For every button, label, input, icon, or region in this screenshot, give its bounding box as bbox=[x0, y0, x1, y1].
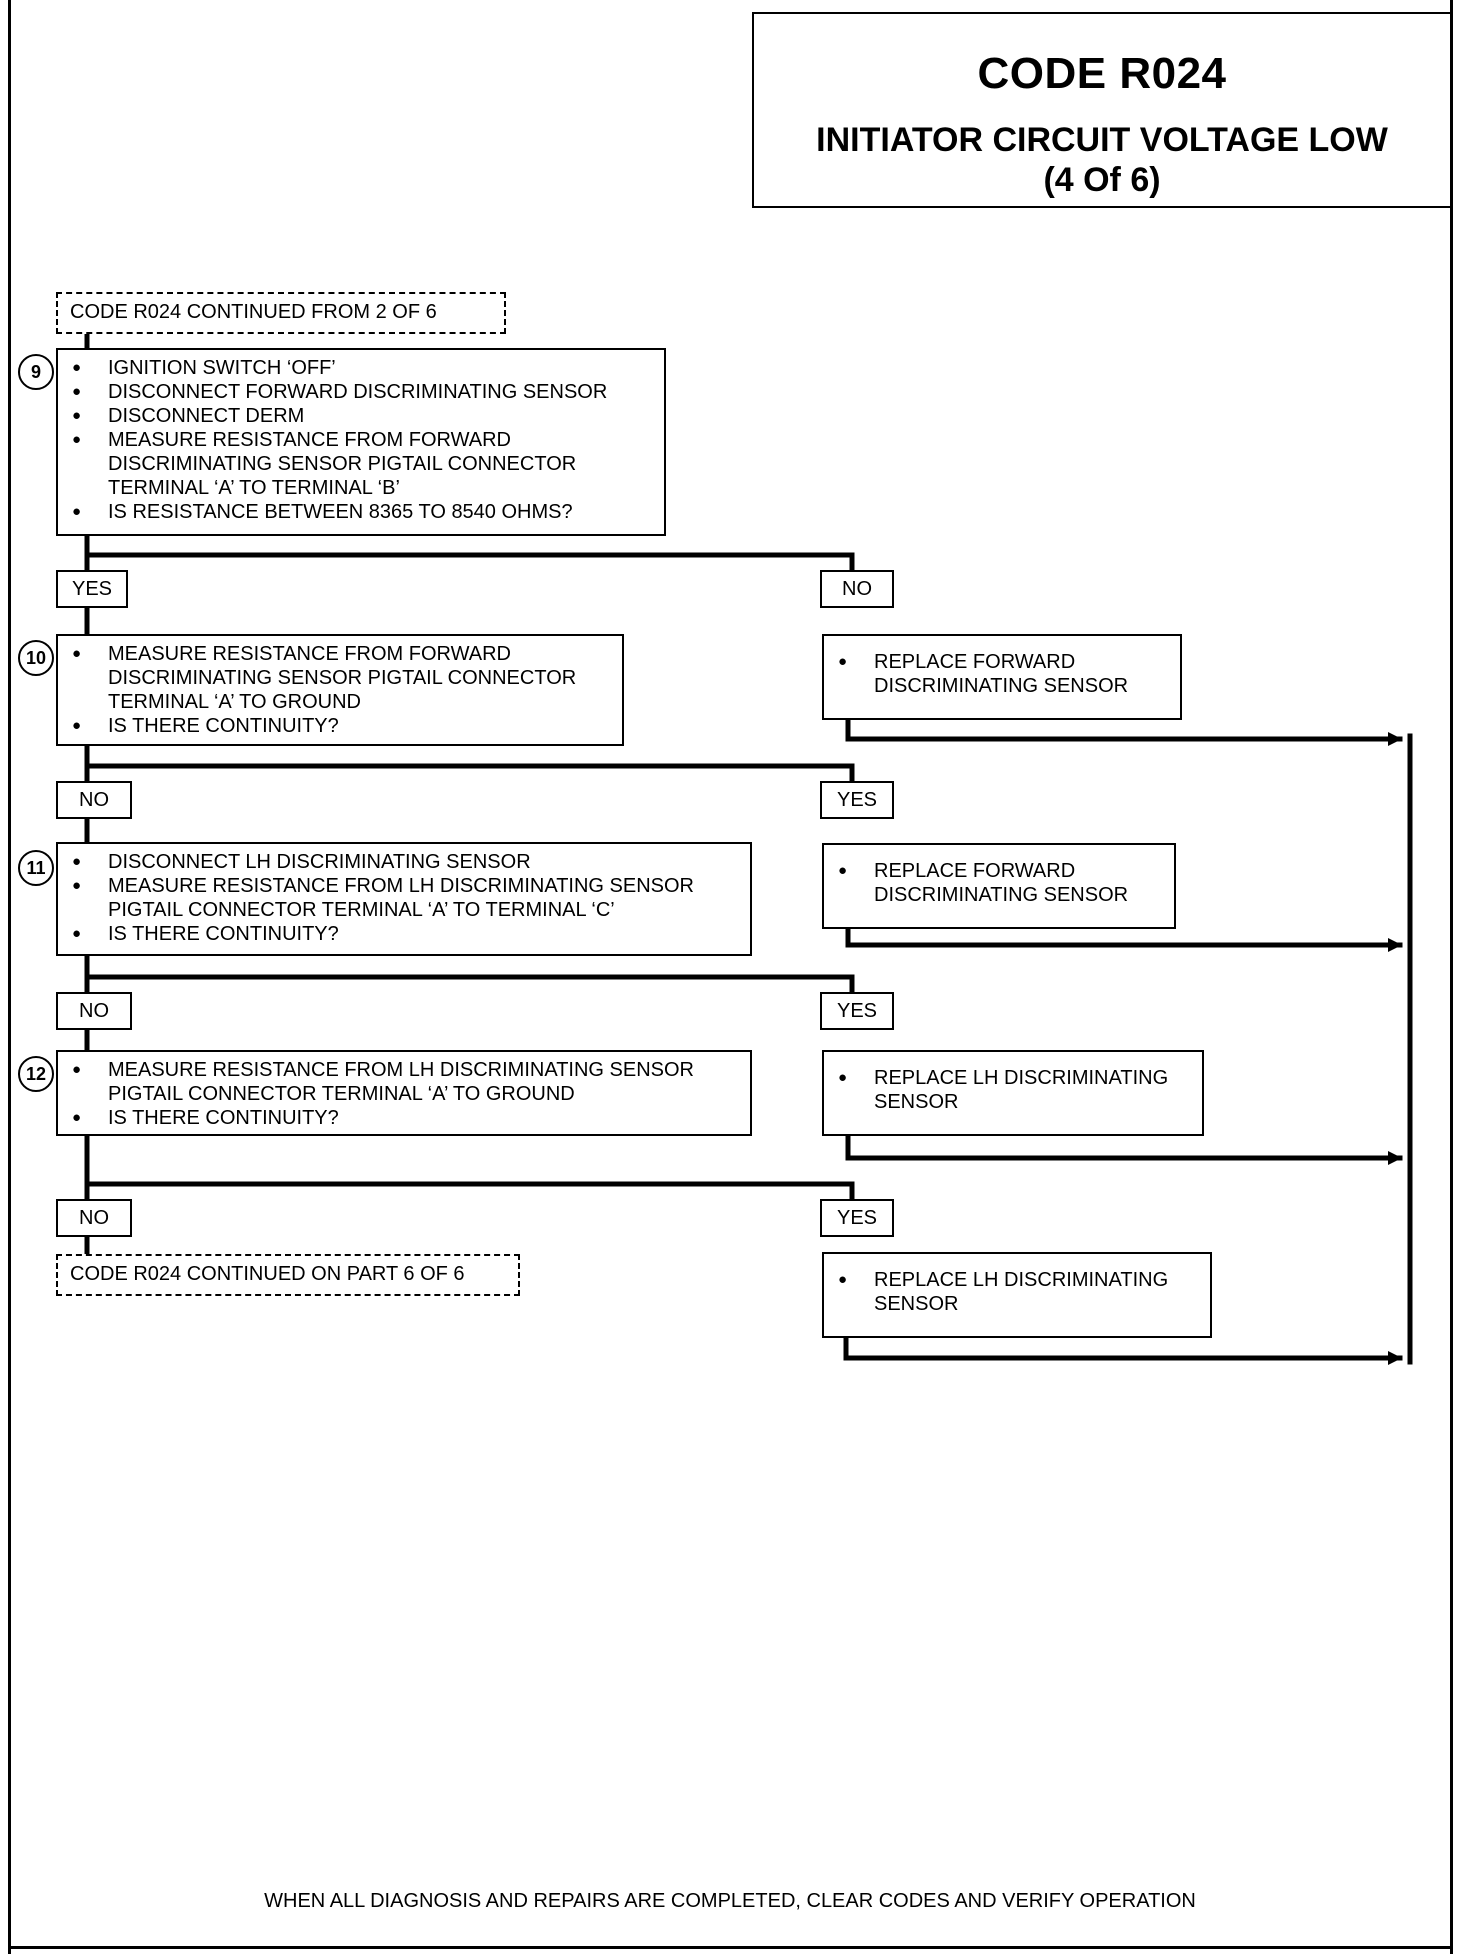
step-9-action: REPLACE FORWARD DISCRIMINATING SENSOR bbox=[838, 650, 1172, 698]
step-12-action-list: REPLACE LH DISCRIMINATING SENSOR bbox=[824, 1254, 1210, 1322]
step-number-9: 9 bbox=[18, 354, 54, 390]
step-10-list: MEASURE RESISTANCE FROM FORWARD DISCRIMI… bbox=[58, 636, 622, 744]
step-9-item: IS RESISTANCE BETWEEN 8365 TO 8540 OHMS? bbox=[72, 500, 656, 524]
step-12-yes-label: YES bbox=[820, 1199, 894, 1237]
step-11-item: DISCONNECT LH DISCRIMINATING SENSOR bbox=[72, 850, 742, 874]
step-10-item: MEASURE RESISTANCE FROM FORWARD DISCRIMI… bbox=[72, 642, 614, 714]
step-12-action: REPLACE LH DISCRIMINATING SENSOR bbox=[838, 1268, 1202, 1316]
step-11-yes-label: YES bbox=[820, 992, 894, 1030]
step-12-action-box: REPLACE LH DISCRIMINATING SENSOR bbox=[822, 1252, 1212, 1338]
step-10-action-list: REPLACE FORWARD DISCRIMINATING SENSOR bbox=[824, 845, 1174, 913]
step-11-action-box: REPLACE LH DISCRIMINATING SENSOR bbox=[822, 1050, 1204, 1136]
step-11-action-list: REPLACE LH DISCRIMINATING SENSOR bbox=[824, 1052, 1202, 1120]
diagram-title: INITIATOR CIRCUIT VOLTAGE LOW bbox=[816, 121, 1388, 159]
step-12-item: IS THERE CONTINUITY? bbox=[72, 1106, 742, 1130]
step-11-item: IS THERE CONTINUITY? bbox=[72, 922, 742, 946]
step-11-box: DISCONNECT LH DISCRIMINATING SENSOR MEAS… bbox=[56, 842, 752, 956]
step-10-yes-label: YES bbox=[820, 781, 894, 819]
step-9-no-label: NO bbox=[820, 570, 894, 608]
step-11-list: DISCONNECT LH DISCRIMINATING SENSOR MEAS… bbox=[58, 844, 750, 952]
step-9-yes-label: YES bbox=[56, 570, 128, 608]
step-11-item: MEASURE RESISTANCE FROM LH DISCRIMINATIN… bbox=[72, 874, 742, 922]
footer-note: WHEN ALL DIAGNOSIS AND REPAIRS ARE COMPL… bbox=[264, 1890, 1196, 1912]
page-left-border bbox=[8, 0, 11, 1954]
step-10-no-label: NO bbox=[56, 781, 132, 819]
step-9-item: IGNITION SWITCH ‘OFF’ bbox=[72, 356, 656, 380]
page-bottom-border bbox=[8, 1946, 1453, 1949]
step-9-action-list: REPLACE FORWARD DISCRIMINATING SENSOR bbox=[824, 636, 1180, 704]
step-12-item: MEASURE RESISTANCE FROM LH DISCRIMINATIN… bbox=[72, 1058, 742, 1106]
start-connector: CODE R024 CONTINUED FROM 2 OF 6 bbox=[56, 292, 506, 334]
step-number-10: 10 bbox=[18, 640, 54, 676]
step-12-no-label: NO bbox=[56, 1199, 132, 1237]
step-10-box: MEASURE RESISTANCE FROM FORWARD DISCRIMI… bbox=[56, 634, 624, 746]
step-9-item: DISCONNECT DERM bbox=[72, 404, 656, 428]
step-9-item: DISCONNECT FORWARD DISCRIMINATING SENSOR bbox=[72, 380, 656, 404]
step-9-action-box: REPLACE FORWARD DISCRIMINATING SENSOR bbox=[822, 634, 1182, 720]
step-12-box: MEASURE RESISTANCE FROM LH DISCRIMINATIN… bbox=[56, 1050, 752, 1136]
end-connector-text: CODE R024 CONTINUED ON PART 6 OF 6 bbox=[70, 1263, 465, 1285]
step-9-box: IGNITION SWITCH ‘OFF’ DISCONNECT FORWARD… bbox=[56, 348, 666, 536]
step-number-12: 12 bbox=[18, 1056, 54, 1092]
step-number-11: 11 bbox=[18, 850, 54, 886]
start-connector-text: CODE R024 CONTINUED FROM 2 OF 6 bbox=[70, 301, 437, 323]
step-10-action: REPLACE FORWARD DISCRIMINATING SENSOR bbox=[838, 859, 1166, 907]
step-9-item: MEASURE RESISTANCE FROM FORWARD DISCRIMI… bbox=[72, 428, 656, 500]
page-right-border bbox=[1450, 0, 1453, 1954]
title-block: CODE R024 INITIATOR CIRCUIT VOLTAGE LOW … bbox=[752, 12, 1452, 208]
diagram-part: (4 Of 6) bbox=[1043, 161, 1161, 199]
end-connector: CODE R024 CONTINUED ON PART 6 OF 6 bbox=[56, 1254, 520, 1296]
diagram-code: CODE R024 bbox=[977, 49, 1227, 98]
step-10-item: IS THERE CONTINUITY? bbox=[72, 714, 614, 738]
step-11-action: REPLACE LH DISCRIMINATING SENSOR bbox=[838, 1066, 1194, 1114]
step-11-no-label: NO bbox=[56, 992, 132, 1030]
step-9-list: IGNITION SWITCH ‘OFF’ DISCONNECT FORWARD… bbox=[58, 350, 664, 530]
step-10-action-box: REPLACE FORWARD DISCRIMINATING SENSOR bbox=[822, 843, 1176, 929]
step-12-list: MEASURE RESISTANCE FROM LH DISCRIMINATIN… bbox=[58, 1052, 750, 1136]
